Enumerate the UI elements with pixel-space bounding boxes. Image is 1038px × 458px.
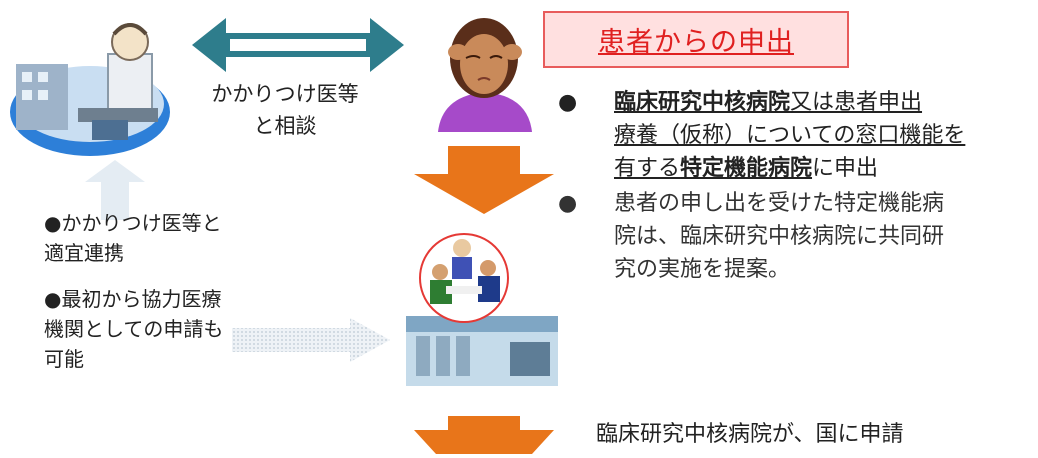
patient-illustration	[430, 12, 540, 132]
consult-label-line2: と相談	[253, 114, 317, 138]
right-bullet-1-line1: 臨床研究中核病院又は患者申出	[614, 86, 1034, 119]
doctor-illustration	[8, 12, 178, 162]
left-bullet-2-text: ●最初から協力医療 機関としての申請も 可能	[44, 287, 224, 371]
has-label: 有する	[614, 156, 681, 181]
bullet-dot: ●	[558, 90, 578, 115]
title-box: 患者からの申出	[543, 11, 849, 68]
right-bullet-1-line3: 有する特定機能病院に申出	[614, 152, 1034, 185]
down-arrow-2	[414, 416, 554, 454]
right-bullet-2-line1: 患者の申し出を受けた特定機能病	[614, 191, 945, 216]
patient-request-label: 又は患者申出	[790, 90, 923, 115]
left-bullet-1: ●かかりつけ医等と 適宜連携	[44, 208, 284, 268]
consult-label: かかりつけ医等 と相談	[200, 78, 370, 142]
final-step-text: 臨床研究中核病院が、国に申請	[596, 422, 904, 447]
title-text: 患者からの申出	[598, 27, 794, 58]
right-arrow	[232, 318, 390, 362]
right-bullet-1-line2: 療養（仮称）についての窓口機能を	[614, 123, 966, 148]
apply-label: に申出	[812, 156, 879, 181]
consult-label-line1: かかりつけ医等	[211, 82, 359, 106]
right-bullet-2-line3: 究の実施を提案。	[614, 257, 791, 282]
left-bullet-2: ●最初から協力医療 機関としての申請も 可能	[44, 284, 284, 374]
up-arrow	[85, 160, 145, 220]
right-bullet-2-line2: 院は、臨床研究中核病院に共同研	[614, 224, 945, 249]
double-arrow	[192, 16, 404, 74]
bullet-dot: ●	[558, 191, 578, 216]
special-function-hospital-label: 特定機能病院	[680, 156, 813, 181]
clinical-research-core-hospital-label: 臨床研究中核病院	[614, 90, 791, 115]
left-bullet-1-text: ●かかりつけ医等と 適宜連携	[44, 211, 222, 265]
hospital-illustration	[400, 224, 562, 392]
down-arrow-1	[414, 146, 554, 214]
